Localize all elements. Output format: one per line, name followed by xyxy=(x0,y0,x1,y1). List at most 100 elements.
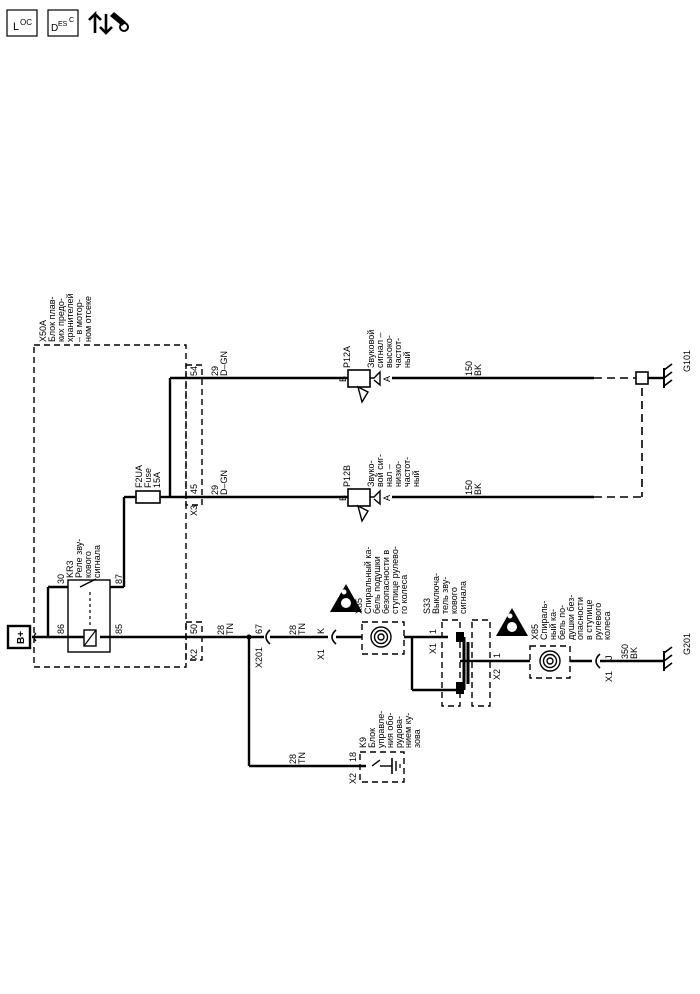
p12b-pin-b: B xyxy=(338,495,348,501)
wire-tn1-color: TN xyxy=(225,623,235,635)
switch-s33-x2-outline xyxy=(471,619,491,707)
p12b-line-1: вой сиг- xyxy=(375,454,385,487)
fuse-block-outline xyxy=(33,344,187,668)
kr3-line-0: Реле зву- xyxy=(74,539,84,578)
k9-pin: 18 xyxy=(348,752,358,762)
description-icon-c: C xyxy=(69,17,74,24)
x85-lower-line-1: ный ка- xyxy=(548,609,558,640)
location-icon-sub: OC xyxy=(20,18,32,27)
wire-bk3-num: 350 xyxy=(620,644,630,659)
wire-tn1-num: 28 xyxy=(216,625,226,635)
module-k9-outline xyxy=(359,751,405,783)
ground-g201-icon xyxy=(663,646,673,671)
wire-bk1-num: 150 xyxy=(464,361,474,376)
battery-fusible-link-icon xyxy=(33,632,37,642)
fuse-f2ua-icon xyxy=(135,490,161,504)
x3-label: X3 xyxy=(189,505,199,516)
k9-switch-ground-icon xyxy=(371,758,401,774)
k9-title: K9 xyxy=(358,737,368,748)
k9-line-2: ния обо- xyxy=(385,712,395,748)
s33-line-0: Выключа- xyxy=(431,573,441,614)
p12a-line-3: частот- xyxy=(393,338,403,368)
x2-label: X2 xyxy=(189,649,199,660)
ground-g101-label: G101 xyxy=(682,350,692,372)
wires xyxy=(32,376,664,768)
ground-g201-label: G201 xyxy=(682,633,692,655)
k9-line-0: Блок xyxy=(367,728,377,748)
wire-tn2-color: TN xyxy=(297,623,307,635)
x85-upper-line-3: ступице рулево- xyxy=(390,546,400,614)
x85-lower-line-7: колеса xyxy=(602,611,612,640)
fuse-line-2: 15A xyxy=(152,472,162,488)
p12b-line-3: низко- xyxy=(393,461,403,487)
p12a-line-0: Звуковой xyxy=(366,330,376,368)
s33-line-2: кового xyxy=(449,587,459,614)
wire-dgn1-color: D–GN xyxy=(219,351,229,376)
p12b-line-2: нал – xyxy=(384,464,394,487)
x2-pin-50: 50 xyxy=(189,624,199,634)
airbag-warning-icon xyxy=(330,584,362,612)
x50a-line-4: ном отсеке xyxy=(83,296,93,342)
wire-tn2-num: 28 xyxy=(288,625,298,635)
x85-upper-title: X85 xyxy=(354,598,364,614)
s33-x2-label: X2 xyxy=(492,669,502,680)
connector-x1-k-icon xyxy=(331,629,337,645)
k9-line-4: нием ку- xyxy=(403,713,413,748)
x50a-title: X50A xyxy=(38,320,48,342)
x201-label: X201 xyxy=(254,647,264,668)
kr3-line-1: кового xyxy=(83,551,93,578)
p12a-line-2: высоко- xyxy=(384,335,394,368)
s33-x1-label: X1 xyxy=(428,643,438,654)
connector-x1-j-icon xyxy=(595,653,601,669)
x85-lower-title: X85 xyxy=(530,624,540,640)
x85-upper-line-0: Спиральный ка- xyxy=(363,547,373,614)
x201-pin: 67 xyxy=(254,624,264,634)
x85-lower-line-6: рулевого xyxy=(593,603,603,640)
wire-dgn2-color: D–GN xyxy=(219,470,229,495)
kr3-title: KR3 xyxy=(65,560,75,578)
x3-pin-45: 45 xyxy=(189,484,199,494)
p12a-pin-b: B xyxy=(338,376,348,382)
wire-bk3-color: BK xyxy=(629,647,639,659)
clockspring-lower-outline xyxy=(529,645,571,679)
diagnostic-flow-icon[interactable] xyxy=(88,10,129,35)
x85-upper-line-1: бель подушки xyxy=(372,556,382,614)
fuse-line-1: Fuse xyxy=(143,468,153,488)
p12a-line-1: сигнал – xyxy=(375,332,385,368)
p12a-line-4: ный xyxy=(402,352,412,368)
kr3-pin-86: 86 xyxy=(56,624,66,634)
kr3-pin-85: 85 xyxy=(114,624,124,634)
x85-lower-line-3: душки без- xyxy=(566,595,576,640)
s33-line-3: сигнала xyxy=(458,581,468,614)
location-icon[interactable]: L OC xyxy=(6,9,38,37)
x85-lower-pin: J xyxy=(604,656,614,661)
k9-conn: X2 xyxy=(348,773,358,784)
fuse-line-0: F2UA xyxy=(134,465,144,488)
wire-tn3-color: TN xyxy=(297,752,307,764)
x85-lower-line-2: бель по- xyxy=(557,605,567,640)
s33-x1-pin: 1 xyxy=(428,629,438,634)
splice-dot xyxy=(246,634,252,640)
p12a-pin-a: A xyxy=(382,376,392,382)
switch-s33-x1-outline xyxy=(441,619,461,707)
x85-lower-conn: X1 xyxy=(604,671,614,682)
relay-contact-icon xyxy=(79,578,97,588)
splice-g101-icon xyxy=(635,371,649,385)
horn-p12b-icon xyxy=(347,488,381,523)
horn-switch-icon xyxy=(456,632,476,694)
x85-lower-line-4: опасности xyxy=(575,597,585,640)
relay-kr3-body xyxy=(67,579,111,653)
battery-box xyxy=(6,624,32,650)
x50a-line-2: хранителей xyxy=(65,293,75,342)
s33-title: S33 xyxy=(422,598,432,614)
clockspring-upper-icon xyxy=(370,626,392,648)
x50a-line-3: – в мотор- xyxy=(74,299,84,342)
location-icon-letter: L xyxy=(13,21,19,33)
x85-lower-line-5: в ступице xyxy=(584,600,594,640)
p12b-line-0: Звуко- xyxy=(366,460,376,487)
horn-p12a-icon xyxy=(347,369,381,404)
wire-dgn1-num: 29 xyxy=(210,366,220,376)
description-icon[interactable]: D ES C xyxy=(47,9,79,37)
k9-line-3: рудова- xyxy=(394,716,404,748)
